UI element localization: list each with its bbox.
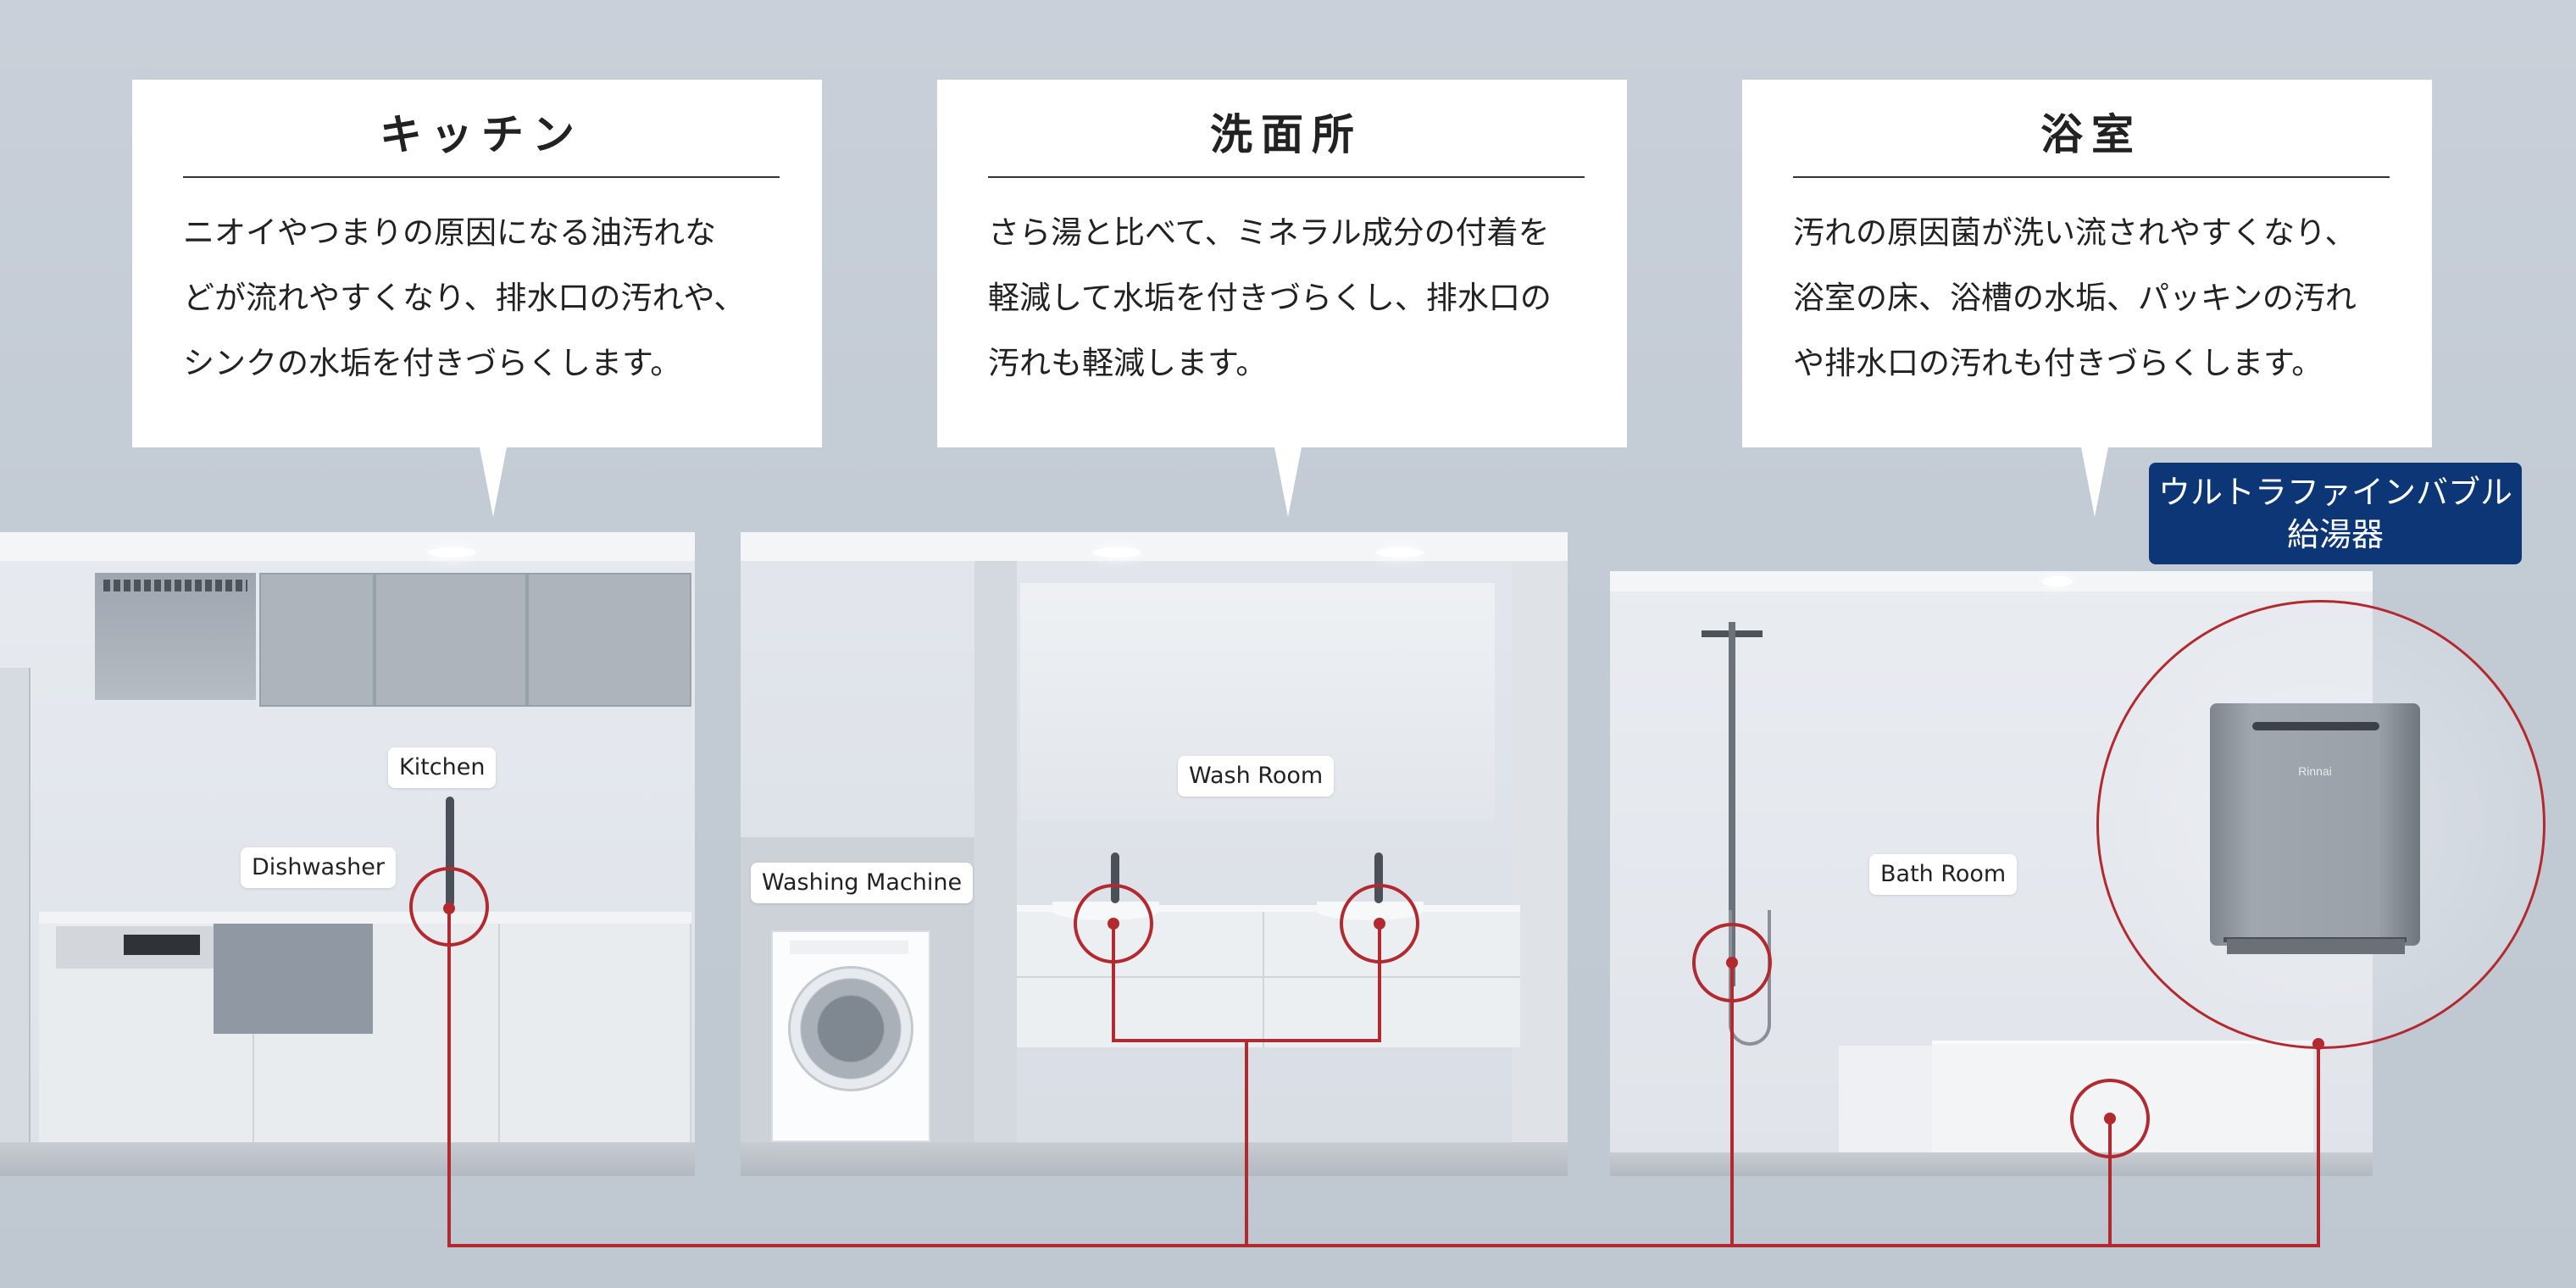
card-line: さら湯と比べて、ミネラル成分の付着を xyxy=(988,214,1550,251)
card-title: キッチン xyxy=(183,105,780,178)
basin xyxy=(1052,902,1159,920)
shower-hose xyxy=(1729,910,1771,1046)
card-body: さら湯と比べて、ミネラル成分の付着を 軽減して水垢を付きづらくし、排水口の 汚れ… xyxy=(988,200,1585,396)
floor xyxy=(741,1142,1568,1176)
card-line: ニオイやつまりの原因になる油汚れな xyxy=(183,214,716,251)
shower-icon xyxy=(1729,622,1735,986)
card-line: 汚れも軽減します。 xyxy=(988,345,1268,381)
card-line: 浴室の床、浴槽の水垢、パッキンの汚れ xyxy=(1793,280,2357,316)
card-body: ニオイやつまりの原因になる油汚れな どが流れやすくなり、排水口の汚れや、 シンク… xyxy=(183,200,780,396)
basin xyxy=(1317,902,1424,920)
kitchen-counter xyxy=(39,912,691,924)
bath-step xyxy=(1839,1046,1940,1168)
wall-right xyxy=(1512,561,1568,1142)
bath-ceiling xyxy=(1610,571,2373,591)
upper-cabinet xyxy=(375,573,527,707)
downlight xyxy=(1376,547,1424,558)
card-line: や排水口の汚れも付きづらくします。 xyxy=(1793,345,2323,381)
bathroom-callout-card: 浴室 汚れの原因菌が洗い流されやすくなり、 浴室の床、浴槽の水垢、パッキンの汚れ… xyxy=(1742,80,2432,517)
kitchen-callout-card: キッチン ニオイやつまりの原因になる油汚れな どが流れやすくなり、排水口の汚れや… xyxy=(132,80,822,517)
range-hood xyxy=(95,573,256,700)
card-title: 洗面所 xyxy=(988,105,1585,178)
card-line: 軽減して水垢を付きづらくし、排水口の xyxy=(988,280,1552,316)
floor xyxy=(1610,1152,2373,1176)
wash-room xyxy=(741,532,1568,1176)
kitchen-ceiling xyxy=(0,532,695,561)
bathtub xyxy=(1932,1041,2313,1171)
card-title: 浴室 xyxy=(1793,105,2390,178)
kitchen-label: Kitchen xyxy=(388,747,497,788)
vanity xyxy=(1017,905,1520,1047)
card-line: シンクの水垢を付きづらくします。 xyxy=(183,345,682,381)
dishwasher-label: Dishwasher xyxy=(241,847,396,888)
downlight xyxy=(1093,547,1141,558)
wall-column xyxy=(974,561,1017,1142)
wash-room-label: Wash Room xyxy=(1178,756,1335,797)
upper-cabinet xyxy=(259,573,375,707)
kitchen-faucet-icon xyxy=(446,797,454,907)
product-name-line1: ウルトラファインバブル xyxy=(2157,474,2512,511)
product-name-line2: 給湯器 xyxy=(2286,516,2384,553)
faucet-icon xyxy=(1374,852,1383,903)
product-badge: ウルトラファインバブル 給湯器 xyxy=(2149,463,2522,564)
heater-logo: Rinnai xyxy=(2298,764,2332,778)
card-body: 汚れの原因菌が洗い流されやすくなり、 浴室の床、浴槽の水垢、パッキンの汚れ や排… xyxy=(1793,200,2390,396)
washing-machine-icon xyxy=(771,930,930,1142)
card-line: どが流れやすくなり、排水口の汚れや、 xyxy=(183,280,746,316)
downlight xyxy=(429,547,476,558)
water-heater-icon: Rinnai xyxy=(2210,703,2420,958)
washing-machine-label: Washing Machine xyxy=(751,863,974,903)
card-line: 汚れの原因菌が洗い流されやすくなり、 xyxy=(1793,214,2357,251)
wash-ceiling xyxy=(741,532,1568,561)
faucet-icon xyxy=(1111,852,1119,903)
bath-room-label: Bath Room xyxy=(1869,854,2018,895)
floor xyxy=(0,1142,695,1176)
kitchen-side-cabinet xyxy=(0,668,31,1142)
upper-cabinet xyxy=(527,573,691,707)
downlight xyxy=(2042,576,2073,586)
dishwasher-appliance xyxy=(214,924,373,1034)
washroom-callout-card: 洗面所 さら湯と比べて、ミネラル成分の付着を 軽減して水垢を付きづらくし、排水口… xyxy=(937,80,1627,517)
kitchen-room xyxy=(0,532,695,1176)
